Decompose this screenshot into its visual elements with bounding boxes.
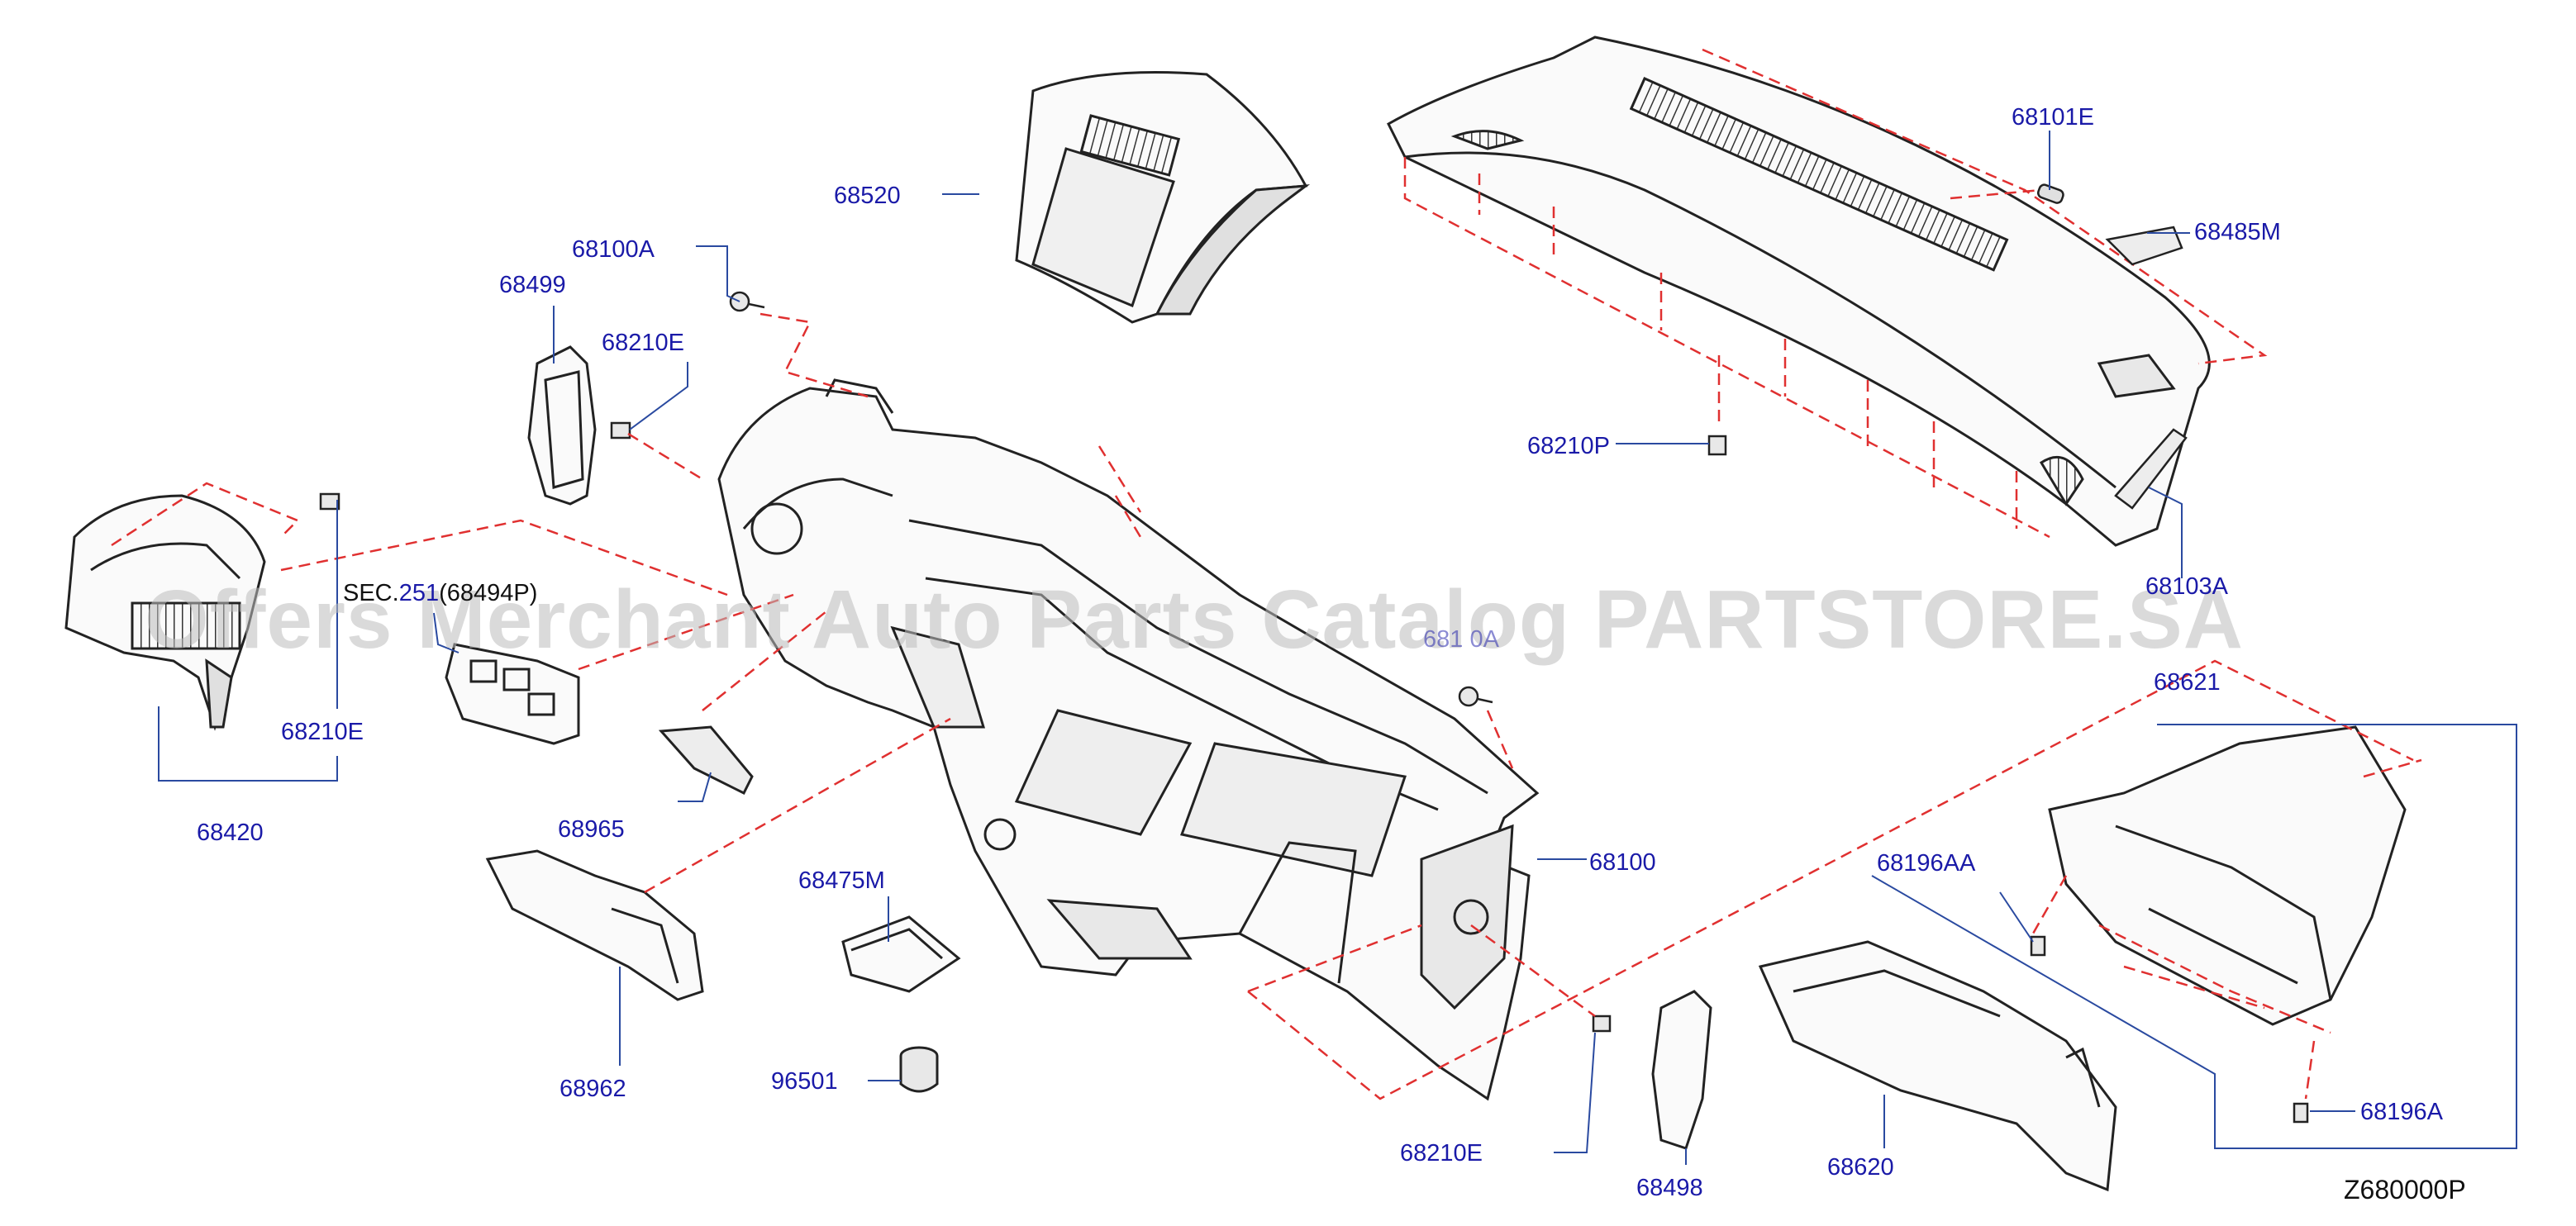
upper-pad-guide-lines: [1403, 48, 2268, 539]
finisher-68965[interactable]: [658, 725, 754, 796]
side-bracket-68499[interactable]: [527, 345, 597, 506]
part-label-68210E-left[interactable]: 68210E: [281, 719, 364, 745]
clip-68210E-top[interactable]: [610, 421, 631, 440]
section-number[interactable]: 251: [398, 580, 440, 606]
part-label-68520[interactable]: 68520: [834, 183, 901, 209]
part-label-68499[interactable]: 68499: [499, 272, 566, 298]
part-label-68485M[interactable]: 68485M: [2194, 219, 2281, 245]
clip-68210P[interactable]: [1707, 435, 1727, 456]
part-label-68475M[interactable]: 68475M: [798, 867, 885, 894]
clip-68210E-left[interactable]: [319, 492, 340, 511]
part-label-68620[interactable]: 68620: [1827, 1154, 1894, 1181]
part-label-68103A[interactable]: 68103A: [2145, 573, 2228, 600]
part-label-68621[interactable]: 68621: [2154, 669, 2221, 696]
label-leader-lines: [158, 131, 2517, 1165]
section-prefix: SEC.: [343, 580, 399, 606]
switch-panel-sec251[interactable]: [445, 643, 580, 745]
clip-68196A[interactable]: [2293, 1102, 2309, 1124]
side-vent-68103A[interactable]: [2114, 428, 2188, 510]
part-label-68100A[interactable]: 68100A: [572, 236, 655, 263]
diagram-code: Z680000P: [2344, 1175, 2466, 1205]
cluster-lid-68420[interactable]: [64, 494, 266, 731]
part-label-68965[interactable]: 68965: [558, 816, 625, 843]
part-label-68420[interactable]: 68420: [197, 820, 264, 846]
part-label-68101E[interactable]: 68101E: [2012, 104, 2094, 131]
part-label-68210E-top[interactable]: 68210E: [602, 330, 684, 356]
part-label-68100[interactable]: 68100: [1589, 849, 1656, 876]
clip-68210E-bottom[interactable]: [1592, 1015, 1612, 1033]
lower-cover-68962[interactable]: [485, 849, 704, 1001]
glove-box-68621[interactable]: [2048, 725, 2407, 1026]
screw-68100A-mid[interactable]: [1458, 686, 1493, 707]
part-label-68196A[interactable]: 68196A: [2360, 1099, 2443, 1125]
clip-68196AA[interactable]: [2030, 935, 2046, 957]
glove-box-lid-68620[interactable]: [1758, 940, 2117, 1192]
section-reference[interactable]: SEC.251(68494P): [343, 582, 537, 606]
part-label-68962[interactable]: 68962: [559, 1076, 626, 1102]
instrument-panel-upper-pad[interactable]: [1387, 36, 2211, 547]
part-label-68210P[interactable]: 68210P: [1527, 433, 1610, 459]
cover-68485M[interactable]: [2105, 226, 2183, 266]
instrument-panel-frame-68100[interactable]: [717, 378, 1540, 1101]
meter-hood-68520[interactable]: [1015, 71, 1311, 324]
assembly-guide-lines: [111, 312, 2422, 1100]
part-label-681x0a-partial[interactable]: 681 0A: [1423, 626, 1499, 653]
bracket-68475M[interactable]: [841, 915, 961, 993]
part-label-68196AA[interactable]: 68196AA: [1877, 850, 1976, 877]
part-label-96501[interactable]: 96501: [771, 1068, 838, 1095]
side-finisher-68498[interactable]: [1651, 990, 1712, 1150]
clip-68101E[interactable]: [2036, 183, 2065, 204]
part-label-68498[interactable]: 68498: [1636, 1175, 1703, 1201]
section-suffix: (68494P): [439, 580, 538, 606]
part-label-68210E-bottom[interactable]: 68210E: [1400, 1140, 1483, 1167]
screw-68100A-top[interactable]: [729, 291, 765, 312]
socket-96501[interactable]: [899, 1046, 939, 1093]
